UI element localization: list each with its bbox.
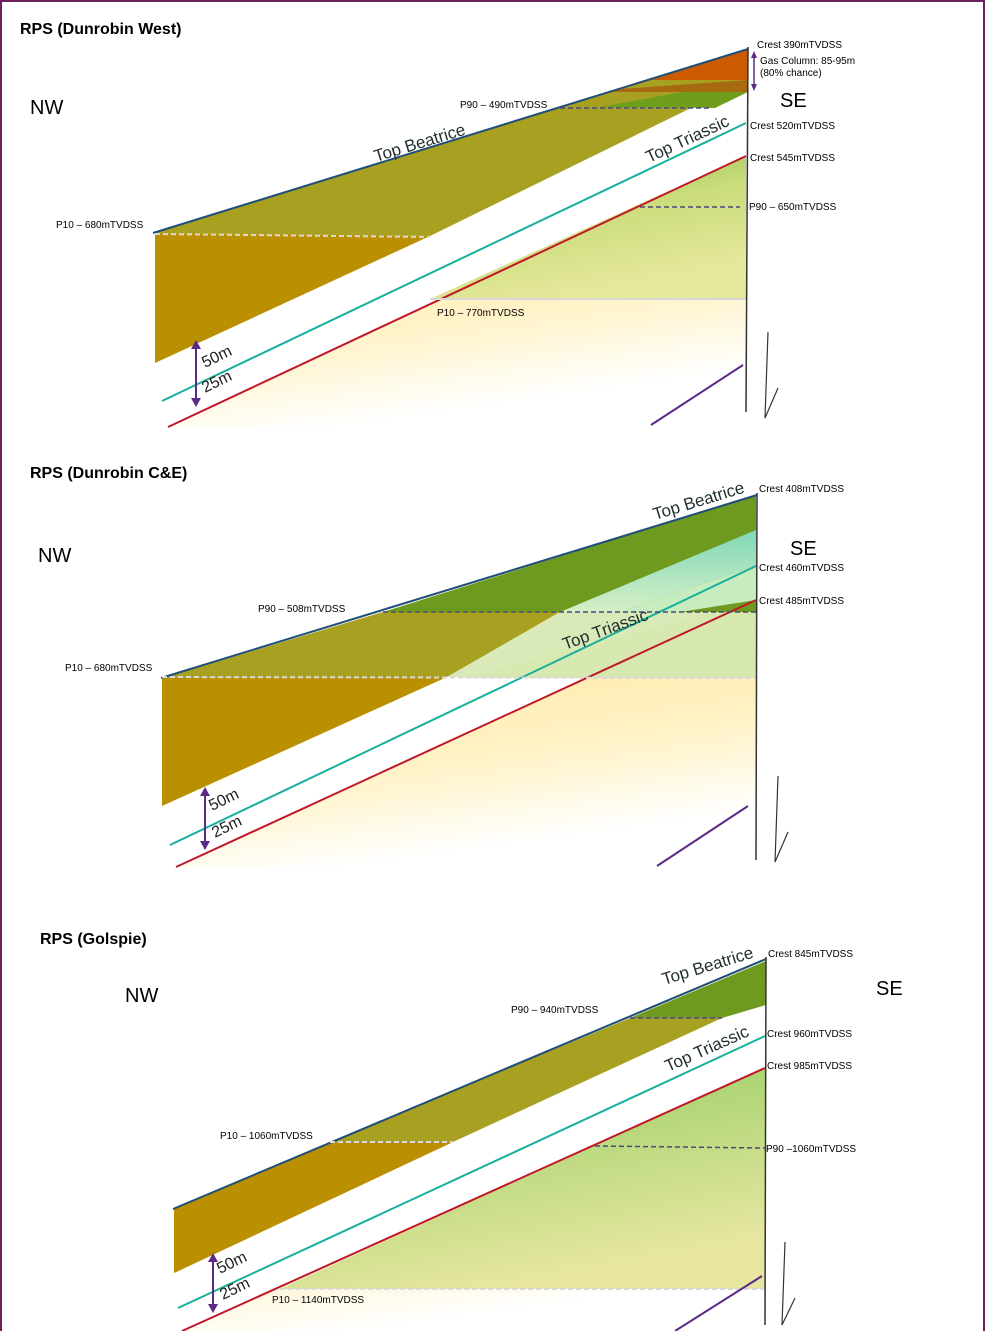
basement-line — [650, 364, 744, 426]
arrow-head-up — [191, 340, 201, 349]
beatrice-lower-fill — [162, 677, 447, 806]
lower-horizon — [181, 1067, 766, 1331]
panel-dunrobin-west: RPS (Dunrobin West) NW SE 50m 25m — [20, 21, 855, 428]
beatrice-top-fill — [174, 1142, 453, 1273]
arrow-head-down — [208, 1304, 218, 1313]
arrow-head-up — [200, 787, 210, 796]
fault-arrow — [764, 331, 779, 419]
crest-beatrice-label: Crest 845mTVDSS — [768, 949, 853, 960]
top-beatrice-horizon — [160, 494, 758, 679]
panel-title: RPS (Golspie) — [40, 931, 147, 948]
p10-beatrice-contact — [161, 676, 757, 679]
lower-horizon — [175, 599, 757, 868]
beatrice-teal-fill — [560, 530, 756, 612]
thickness-50m: 50m — [214, 1249, 249, 1278]
top-triassic-horizon — [177, 1035, 766, 1309]
thickness-25m: 25m — [199, 368, 234, 397]
basement-line — [656, 805, 749, 867]
p90-lower-label: P90 – 650mTVDSS — [749, 202, 837, 213]
p10-lower-label: P10 – 1140mTVDSS — [272, 1295, 364, 1306]
panel-golspie: RPS (Golspie) NW SE 50m 25m Top Beatrice… — [40, 931, 903, 1331]
nw-label: NW — [125, 985, 158, 1007]
p10-beatrice-label: P10 – 680mTVDSS — [56, 220, 144, 231]
arrow-head-down — [191, 398, 201, 407]
crest-lower-label: Crest 985mTVDSS — [767, 1061, 852, 1072]
beatrice-upper-fill — [162, 612, 560, 678]
fault-line — [745, 46, 749, 413]
thickness-25m: 25m — [217, 1275, 252, 1304]
se-label: SE — [876, 978, 903, 1000]
top-beatrice-horizon — [172, 958, 767, 1210]
fault-arrow — [774, 775, 789, 863]
top-beatrice-horizon — [152, 48, 749, 234]
gas-column-label: Gas Column: 85-95m — [760, 56, 855, 67]
fault-arrow — [781, 1241, 796, 1326]
beatrice-lower-fill — [155, 233, 430, 363]
thickness-50m: 50m — [206, 786, 241, 815]
thickness-50m: 50m — [199, 343, 234, 372]
nw-label: NW — [38, 545, 71, 567]
se-label: SE — [790, 538, 817, 560]
p10-beatrice-label: P10 – 1060mTVDSS — [220, 1131, 313, 1142]
crest-lower-label: Crest 485mTVDSS — [759, 596, 844, 607]
fault-line — [764, 956, 767, 1326]
crest-lower-label: Crest 545mTVDSS — [750, 153, 835, 164]
p90-beatrice-label: P90 – 940mTVDSS — [511, 1005, 599, 1016]
top-triassic-horizon — [161, 122, 747, 402]
beatrice-upper-fill — [330, 1018, 722, 1142]
p10-lower-label: P10 – 770mTVDSS — [437, 308, 525, 319]
triassic-wedge-fill — [447, 612, 756, 678]
p90-lower-contact — [594, 1145, 766, 1149]
crest-triassic-label: Crest 460mTVDSS — [759, 563, 844, 574]
crest-triassic-label: Crest 520mTVDSS — [750, 121, 835, 132]
gas-chance-label: (80% chance) — [760, 68, 822, 79]
gas-arrow-down — [751, 84, 757, 91]
crest-triassic-label: Crest 960mTVDSS — [767, 1029, 852, 1040]
basement-line — [674, 1275, 763, 1331]
p10-beatrice-label: P10 – 680mTVDSS — [65, 663, 153, 674]
p10-beatrice-contact — [154, 233, 431, 238]
crest-beatrice-label: Crest 408mTVDSS — [759, 484, 844, 495]
lower-horizon — [167, 155, 747, 428]
arrow-head-up — [208, 1253, 218, 1262]
p90-beatrice-label: P90 – 490mTVDSS — [460, 100, 548, 111]
teal-band-fill — [620, 566, 756, 612]
p90-lower-label: P90 –1060mTVDSS — [766, 1144, 856, 1155]
gas-cap-lower — [610, 80, 748, 92]
panel-title: RPS (Dunrobin West) — [20, 21, 181, 38]
panel-title: RPS (Dunrobin C&E) — [30, 465, 187, 482]
fault-line — [755, 492, 758, 861]
arrow-head-down — [200, 841, 210, 850]
lower-green-closure — [430, 156, 746, 299]
crest-beatrice-label: Crest 390mTVDSS — [757, 40, 842, 51]
panel-dunrobin-ce: RPS (Dunrobin C&E) NW SE 50m 25m Top Bea… — [30, 465, 844, 868]
nw-label: NW — [30, 97, 63, 119]
p90-beatrice-label: P90 – 508mTVDSS — [258, 604, 346, 615]
se-label: SE — [780, 90, 807, 112]
gas-arrow-up — [751, 51, 757, 58]
beatrice-green-fill — [630, 961, 766, 1018]
